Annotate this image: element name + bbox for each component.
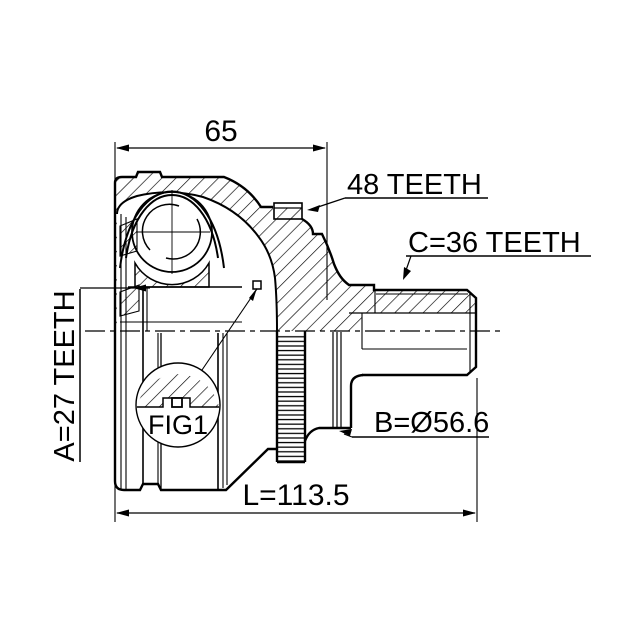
arrow-right (463, 509, 476, 517)
label-48-teeth: 48 TEETH (347, 169, 482, 201)
arrow-right (313, 144, 326, 152)
leader-arrow (133, 284, 146, 292)
leader-arrow (403, 267, 411, 280)
dimension-top-width: 65 (116, 115, 326, 152)
callout-body-diameter: B=Ø56.6 (339, 407, 489, 439)
spline-tooth-profile (171, 397, 183, 408)
flange-profile (303, 332, 364, 442)
dim-length-text: L=113.5 (242, 479, 349, 512)
abs-tone-ring (273, 202, 303, 220)
housing-outer-profile (113, 170, 478, 377)
arrow-left (116, 509, 129, 517)
label-c-36-teeth: C=36 TEETH (408, 227, 581, 259)
fig1-label: FIG1 (148, 410, 208, 440)
callout-abs-ring: 48 TEETH (307, 169, 488, 212)
stub-shaft-detail-lines (349, 290, 476, 372)
spline-shaft-section (275, 331, 307, 464)
leader-arrow (307, 205, 320, 212)
dimension-overall-length: L=113.5 (116, 479, 476, 517)
fig1-detail-balloon: FIG1 (135, 362, 221, 448)
fig1-leader (201, 280, 262, 371)
boot-groove-lines (120, 214, 228, 490)
housing-lower-profile (113, 331, 277, 492)
inner-race-section (120, 260, 242, 331)
arrow-left (116, 144, 129, 152)
leader-arrow (339, 429, 352, 436)
dim-65-text: 65 (204, 115, 237, 148)
bell-inner-wall (116, 191, 278, 332)
callout-outer-spline: C=36 TEETH (403, 227, 591, 280)
label-a-27-teeth: A=27 TEETH (49, 290, 81, 461)
ball-inner-arcs (141, 203, 202, 260)
ball-bearing (131, 190, 213, 274)
label-b-diameter: B=Ø56.6 (374, 407, 489, 439)
callout-inner-spline: A=27 TEETH (49, 284, 150, 462)
cage-section-wedges (119, 218, 140, 317)
